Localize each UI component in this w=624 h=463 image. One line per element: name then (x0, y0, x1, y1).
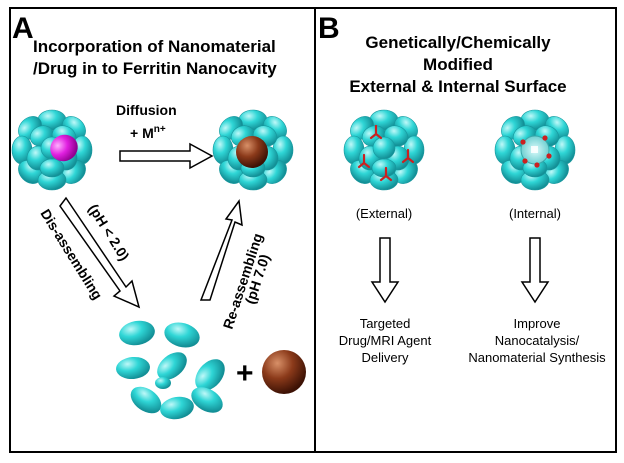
panel-a-title-line2: /Drug in to Ferritin Nanocavity (33, 59, 277, 78)
disassembly-arrow (59, 196, 141, 309)
ferritin-internal-modified (494, 109, 576, 191)
internal-outcome-arrow (520, 237, 550, 304)
external-outcome-line2: Drug/MRI Agent (339, 333, 432, 348)
internal-outcome-line3: Nanomaterial Synthesis (468, 350, 606, 365)
internal-label: (Internal) (509, 206, 561, 221)
diffusion-arrow (119, 142, 214, 170)
external-outcome-line1: Targeted (360, 316, 411, 331)
subunit (195, 359, 225, 391)
subunit (155, 377, 171, 389)
panel-b-letter: B (318, 12, 340, 45)
ferritin-cage-with-cargo (11, 109, 93, 191)
external-outcome-line3: Delivery (362, 350, 409, 365)
nanoparticle-core (236, 136, 268, 168)
subunit (119, 320, 155, 346)
subunit (157, 352, 187, 380)
internal-outcome-text: Improve Nanocatalysis/ Nanomaterial Synt… (468, 316, 606, 365)
shell-subunit (371, 158, 397, 178)
shell-subunit (39, 158, 65, 178)
cavity-highlight (531, 146, 538, 153)
external-outcome-arrow (370, 237, 400, 304)
external-outcome-text: Targeted Drug/MRI Agent Delivery (339, 316, 432, 365)
panel-b-title-line3: External & Internal Surface (349, 77, 566, 96)
internal-ligand-marks (520, 135, 552, 168)
free-nanoparticle (262, 350, 306, 394)
internal-outcome-line2: Nanocatalysis/ (495, 333, 580, 348)
metal-ion-label: + Mn+ (130, 124, 166, 141)
panel-a-letter: A (12, 12, 34, 45)
external-ligand-marks (357, 124, 415, 182)
internal-outcome-line1: Improve (514, 316, 561, 331)
ferritin-external-modified (343, 109, 425, 191)
subunit (116, 356, 150, 380)
panel-b-frame (314, 7, 617, 453)
panel-b-title-line1: Genetically/Chemically (365, 33, 551, 52)
dissociated-subunits (116, 320, 225, 420)
subunit (130, 386, 162, 414)
diffusion-label: Diffusion (116, 102, 177, 118)
ferritin-cage-with-nanoparticle (212, 109, 294, 191)
protein-shell (494, 109, 576, 191)
shell-subunit (372, 136, 396, 160)
subunit (164, 322, 200, 348)
subunit (191, 387, 223, 413)
external-label: (External) (356, 206, 412, 221)
reassembly-arrow (199, 199, 243, 301)
plus-sign: + (236, 357, 254, 390)
subunit (160, 396, 194, 420)
panel-a-title-line1: Incorporation of Nanomaterial (33, 37, 276, 56)
panel-b-title-line2: Modified (423, 55, 493, 74)
magenta-cargo (50, 134, 78, 162)
